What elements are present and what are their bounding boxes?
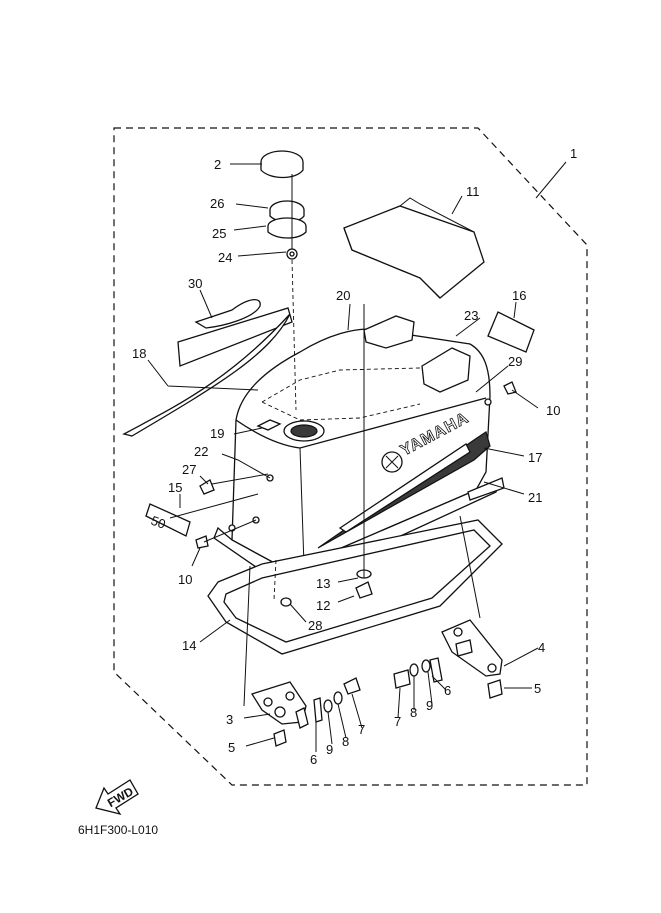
callout-8-right: 8 [410,705,417,720]
fwd-arrow-icon: FWD [95,779,139,816]
callout-30: 30 [188,276,202,291]
callout-11: 11 [466,184,480,199]
rear-cover [343,197,485,299]
callout-19: 19 [210,426,224,441]
callout-10-left: 10 [178,572,192,587]
model-badge: 50 [145,503,191,537]
assembly-boundary [113,127,588,786]
callout-9-left: 9 [326,742,333,757]
callout-24: 24 [218,250,232,265]
callout-20: 20 [336,288,350,303]
callout-27: 27 [182,462,196,477]
right-bracket [393,619,503,699]
leader-lines [147,161,567,752]
callout-18: 18 [132,346,146,361]
callout-17: 17 [528,450,542,465]
callout-16: 16 [512,288,526,303]
callout-7-right: 7 [394,714,401,729]
callout-12: 12 [316,598,330,613]
callout-7-left: 7 [358,722,365,737]
callout-2: 2 [214,157,221,172]
callout-14: 14 [182,638,196,653]
callout-5-right: 5 [534,681,541,696]
callout-3: 3 [226,712,233,727]
callout-9-right: 9 [426,698,433,713]
badge-text: 50 [149,513,168,532]
callout-10-top: 10 [546,403,560,418]
callout-6-right: 6 [444,683,451,698]
callout-1: 1 [570,146,577,161]
top-cowling: YAMAHA [213,315,499,579]
callout-6-left: 6 [310,752,317,767]
callout-labels: 1 2 26 25 24 11 30 20 16 23 18 29 10 19 … [132,146,577,767]
callout-21: 21 [528,490,542,505]
oil-cap-assembly [260,150,307,411]
callout-28: 28 [308,618,322,633]
callout-15: 15 [168,480,182,495]
callout-26: 26 [210,196,224,211]
callout-23: 23 [464,308,478,323]
callout-29: 29 [508,354,522,369]
screws [195,381,517,607]
left-bracket [251,677,361,747]
side-decals [122,299,535,501]
callout-4: 4 [538,640,545,655]
callout-8-left: 8 [342,734,349,749]
callout-25: 25 [212,226,226,241]
callout-5-left: 5 [228,740,235,755]
callout-22: 22 [194,444,208,459]
callout-13: 13 [316,576,330,591]
drawing-code: 6H1F300-L010 [78,823,158,837]
rubber-seal [207,519,503,655]
